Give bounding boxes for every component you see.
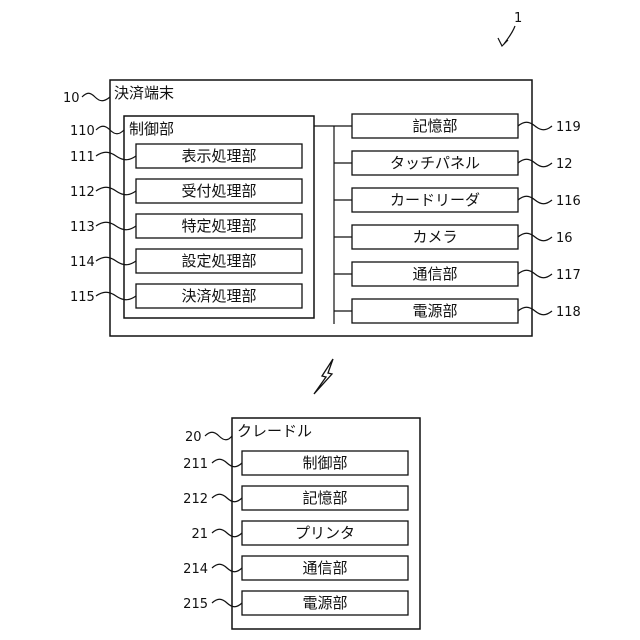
terminal-component-ref: 118 <box>556 305 581 320</box>
terminal-component-label: カードリーダ <box>390 191 480 209</box>
figure-ref-arrow <box>504 26 515 44</box>
terminal-component-ref: 117 <box>556 268 581 283</box>
cradle-leader <box>205 432 232 440</box>
controller-unit-label: 特定処理部 <box>181 217 256 235</box>
terminal-component-ref: 119 <box>556 120 581 135</box>
controller-unit-label: 表示処理部 <box>181 147 256 165</box>
controller-unit-ref: 114 <box>70 255 95 270</box>
terminal-component-label: 通信部 <box>412 265 457 283</box>
cradle-component-label: 記憶部 <box>302 489 347 507</box>
cradle-component-label: 電源部 <box>302 594 347 612</box>
controller-unit-label: 受付処理部 <box>181 182 256 200</box>
cradle-component-list: 制御部 211 記憶部 212 プリンタ 21 通信部 214 電源部 215 <box>183 451 408 615</box>
controller-unit-list: 表示処理部 111 受付処理部 112 特定処理部 113 設定処理部 114 決済処理部 115 <box>70 144 302 308</box>
terminal-controller: 制御部 110 表示処理部 111 受付処理部 112 特定処理部 113 設定処理部 114… <box>70 116 314 318</box>
controller-ref: 110 <box>70 124 95 139</box>
cradle-component-label: プリンタ <box>295 524 355 542</box>
figure-ref-label: 1 <box>514 11 522 26</box>
controller-unit: 設定処理部 114 <box>70 249 302 273</box>
cradle-component: 制御部 211 <box>183 451 408 475</box>
terminal-component-ref: 16 <box>556 231 573 246</box>
terminal-component: 通信部 117 <box>334 262 581 286</box>
controller-unit-ref: 112 <box>70 185 95 200</box>
terminal-leader <box>82 93 110 101</box>
controller-unit: 受付処理部 112 <box>70 179 302 203</box>
cradle-component-label: 制御部 <box>302 454 347 472</box>
terminal-component: 電源部 118 <box>334 299 581 323</box>
wireless-link-icon <box>314 359 333 394</box>
cradle-component-label: 通信部 <box>302 559 347 577</box>
terminal-component-label: カメラ <box>412 228 457 246</box>
controller-unit-ref: 113 <box>70 220 95 235</box>
cradle-component-ref: 212 <box>183 492 208 507</box>
controller-unit-ref: 115 <box>70 290 95 305</box>
controller-unit-label: 決済処理部 <box>181 287 256 305</box>
cradle-ref: 20 <box>185 430 202 445</box>
cradle-title: クレードル <box>237 422 312 440</box>
terminal-component-ref: 116 <box>556 194 581 209</box>
figure-ref-arrowhead <box>498 38 508 46</box>
terminal-component-label: 電源部 <box>412 302 457 320</box>
cradle-component-ref: 215 <box>183 597 208 612</box>
terminal-title: 決済端末 <box>114 84 174 102</box>
controller-unit: 表示処理部 111 <box>70 144 302 168</box>
controller-title: 制御部 <box>129 120 174 138</box>
cradle-component-ref: 21 <box>191 527 208 542</box>
payment-terminal: 決済端末 10 制御部 110 表示処理部 111 受付処理部 112 特定処理部 113… <box>63 80 581 336</box>
controller-unit: 決済処理部 115 <box>70 284 302 308</box>
cradle-component-ref: 214 <box>183 562 208 577</box>
terminal-component: カードリーダ 116 <box>334 188 581 212</box>
cradle: クレードル 20 制御部 211 記憶部 212 プリンタ 21 通信部 214 電源部 215 <box>183 418 420 629</box>
terminal-component: カメラ 16 <box>334 225 573 249</box>
cradle-component-ref: 211 <box>183 457 208 472</box>
cradle-component: 記憶部 212 <box>183 486 408 510</box>
terminal-component: 記憶部 119 <box>334 114 581 138</box>
terminal-component-label: タッチパネル <box>390 154 480 172</box>
cradle-component: 通信部 214 <box>183 556 408 580</box>
terminal-component-ref: 12 <box>556 157 573 172</box>
cradle-component: プリンタ 21 <box>191 521 408 545</box>
controller-unit-label: 設定処理部 <box>181 252 256 270</box>
terminal-component-label: 記憶部 <box>412 117 457 135</box>
controller-unit: 特定処理部 113 <box>70 214 302 238</box>
cradle-component: 電源部 215 <box>183 591 408 615</box>
terminal-component: タッチパネル 12 <box>334 151 573 175</box>
controller-unit-ref: 111 <box>70 150 95 165</box>
terminal-ref: 10 <box>63 91 80 106</box>
